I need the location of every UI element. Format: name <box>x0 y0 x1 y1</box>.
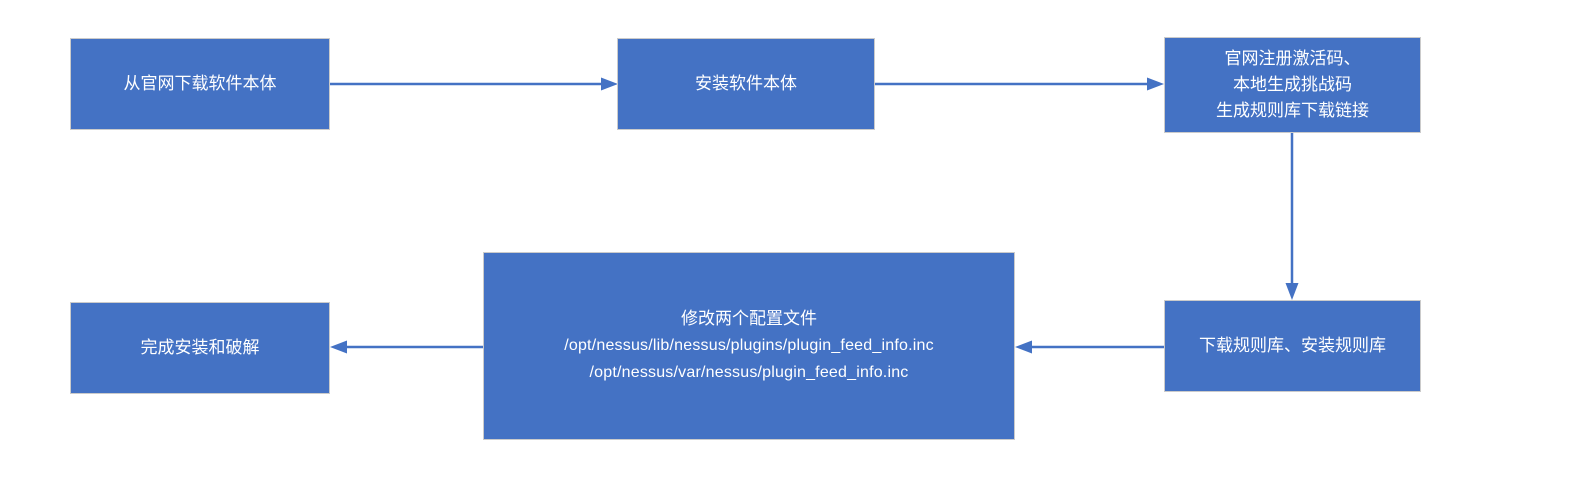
node-text: 完成安装和破解 <box>140 338 260 357</box>
node-text: 安装软件本体 <box>695 74 797 93</box>
node-text: 下载规则库、安装规则库 <box>1199 336 1386 355</box>
flow-node-download-rules: 下载规则库、安装规则库 <box>1164 300 1421 392</box>
flow-node-finish-install: 完成安装和破解 <box>70 302 330 394</box>
config-file-path: /opt/nessus/var/nessus/plugin_feed_info.… <box>589 364 909 381</box>
node-text: 修改两个配置文件 <box>681 309 817 328</box>
config-file-path: /opt/nessus/lib/nessus/plugins/plugin_fe… <box>564 337 934 354</box>
node-text: 官网注册激活码、 <box>1224 49 1361 68</box>
arrow-install-to-register <box>875 77 1164 91</box>
arrow-register-to-downloadrules <box>1285 133 1299 300</box>
node-text: 生成规则库下载链接 <box>1216 101 1369 120</box>
arrow-download-to-install <box>330 77 618 91</box>
flow-node-register-activation: 官网注册激活码、 本地生成挑战码 生成规则库下载链接 <box>1164 37 1421 133</box>
arrow-downloadrules-to-modifyconfig <box>1015 340 1164 354</box>
flow-node-modify-config: 修改两个配置文件 /opt/nessus/lib/nessus/plugins/… <box>483 252 1015 440</box>
arrow-modifyconfig-to-finish <box>330 340 483 354</box>
flow-node-install-software: 安装软件本体 <box>617 38 875 130</box>
node-text: 本地生成挑战码 <box>1233 75 1352 94</box>
flow-node-download-software: 从官网下载软件本体 <box>70 38 330 130</box>
node-text: 从官网下载软件本体 <box>123 74 277 93</box>
